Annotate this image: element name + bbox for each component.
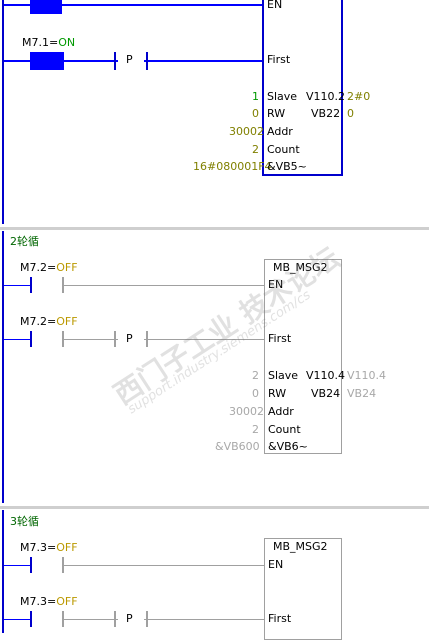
contact-bar[interactable] [62,557,64,573]
rung-line [4,4,262,6]
edge-bar-left [114,331,116,347]
contact-bar[interactable] [30,557,32,573]
value-error: 0 [347,107,354,120]
block-title: MB_MSG2 [273,540,328,553]
rung-line [4,339,30,340]
contact-active[interactable] [30,0,62,14]
contact-bar[interactable] [30,611,32,627]
block-title: MB_MSG2 [273,261,328,274]
contact-label: M7.3=OFF [20,541,78,554]
edge-label: P [126,53,133,66]
pin-first: First [268,332,292,345]
contact-bar [62,52,64,70]
pin-out-error: VB22 [311,107,341,120]
pin-count: Count [268,423,301,436]
pin-en: EN [268,278,284,291]
power-rail [2,510,4,633]
rung-line [64,285,272,286]
value-addr: 30002 [229,405,264,418]
function-block[interactable] [262,0,343,176]
pin-vb6: &VB6~ [268,440,308,453]
edge-bar-right [146,52,148,70]
contact-label: M7.2=OFF [20,315,78,328]
contact-label: M7.2=OFF [20,261,78,274]
pin-out-done: V110.4 [306,369,346,382]
rung-line [4,285,30,286]
value-slave: 2 [252,369,259,382]
network-title: 2轮循 [10,235,39,248]
contact-bar[interactable] [62,331,64,347]
contact-bar[interactable] [30,277,32,293]
function-block[interactable] [264,538,342,640]
power-rail [2,0,4,224]
contact-bar[interactable] [30,331,32,347]
rung-line [4,619,30,620]
function-block[interactable] [264,259,342,454]
pin-count: Count [267,143,300,156]
value-rw: 0 [252,387,259,400]
value-slave: 1 [252,90,259,103]
pin-addr: Addr [268,405,294,418]
network-divider [0,506,429,509]
value-done: 2#0 [347,90,371,103]
pin-slave: Slave [268,369,299,382]
edge-bar-left [114,611,116,627]
rung-line [64,339,264,340]
pin-slave: Slave [267,90,298,103]
value-rw: 0 [252,107,259,120]
edge-label: P [126,612,133,625]
contact-bar[interactable] [62,611,64,627]
pin-out-done: V110.2 [306,90,346,103]
pin-addr: Addr [267,125,293,138]
edge-box [118,612,144,626]
value-addr: 30002 [229,125,264,138]
contact-label: M7.1=ON [22,36,76,49]
rung-line [64,619,264,620]
pin-rw: RW [267,107,286,120]
edge-box [118,53,144,67]
value-vb600: &VB600 [215,440,260,453]
network-divider [0,227,429,230]
edge-bar-left [114,52,116,70]
pin-rw: RW [268,387,287,400]
value-count: 2 [252,423,259,436]
value-done: V110.4 [347,369,387,382]
value-error: VB24 [347,387,377,400]
power-rail [2,231,4,503]
network-title: 3轮循 [10,515,39,528]
value-count: 2 [252,143,259,156]
contact-bar[interactable] [62,277,64,293]
pin-first: First [268,612,292,625]
pin-en: EN [268,558,284,571]
contact-active[interactable] [30,52,62,70]
rung-line [64,565,272,566]
edge-bar-right [146,331,148,347]
pin-first: First [267,53,291,66]
edge-label: P [126,332,133,345]
value-vb5: 16#080001F4 [193,160,272,173]
contact-label: M7.3=OFF [20,595,78,608]
rung-line [4,565,30,566]
pin-out-error: VB24 [311,387,341,400]
edge-bar-right [146,611,148,627]
pin-en: EN [267,0,283,11]
pin-vb5: &VB5~ [267,160,307,173]
edge-box [118,332,144,346]
